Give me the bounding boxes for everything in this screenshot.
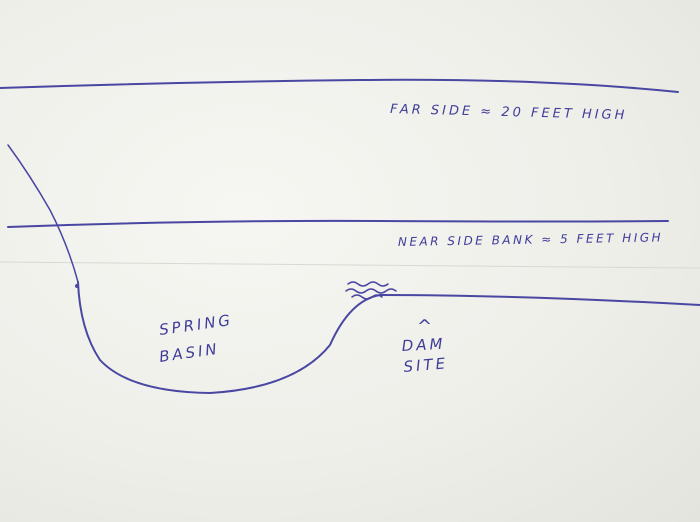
spring-basin-label-line2: BASIN bbox=[158, 340, 221, 366]
inflow-stream-line bbox=[7, 144, 79, 283]
spring-basin-label-line1: SPRING bbox=[158, 311, 234, 339]
dam-site-label-line2: SITE bbox=[403, 354, 449, 376]
near-side-bank-line bbox=[7, 219, 669, 228]
dam-squiggle bbox=[351, 294, 383, 300]
dam-squiggle bbox=[345, 288, 397, 294]
far-side-label: FAR SIDE ≈ 20 FEET HIGH bbox=[390, 102, 628, 123]
dam-site-label-line1: DAM bbox=[401, 335, 446, 355]
near-side-bank-label: NEAR SIDE BANK ≈ 5 FEET HIGH bbox=[398, 230, 663, 249]
dam-squiggle bbox=[347, 281, 389, 287]
dam-site-arrow: ^ bbox=[417, 316, 432, 337]
outflow-channel-top bbox=[379, 294, 700, 306]
paper-fold bbox=[0, 261, 700, 269]
spring-basin-outline bbox=[77, 281, 381, 394]
far-side-line bbox=[0, 78, 679, 93]
